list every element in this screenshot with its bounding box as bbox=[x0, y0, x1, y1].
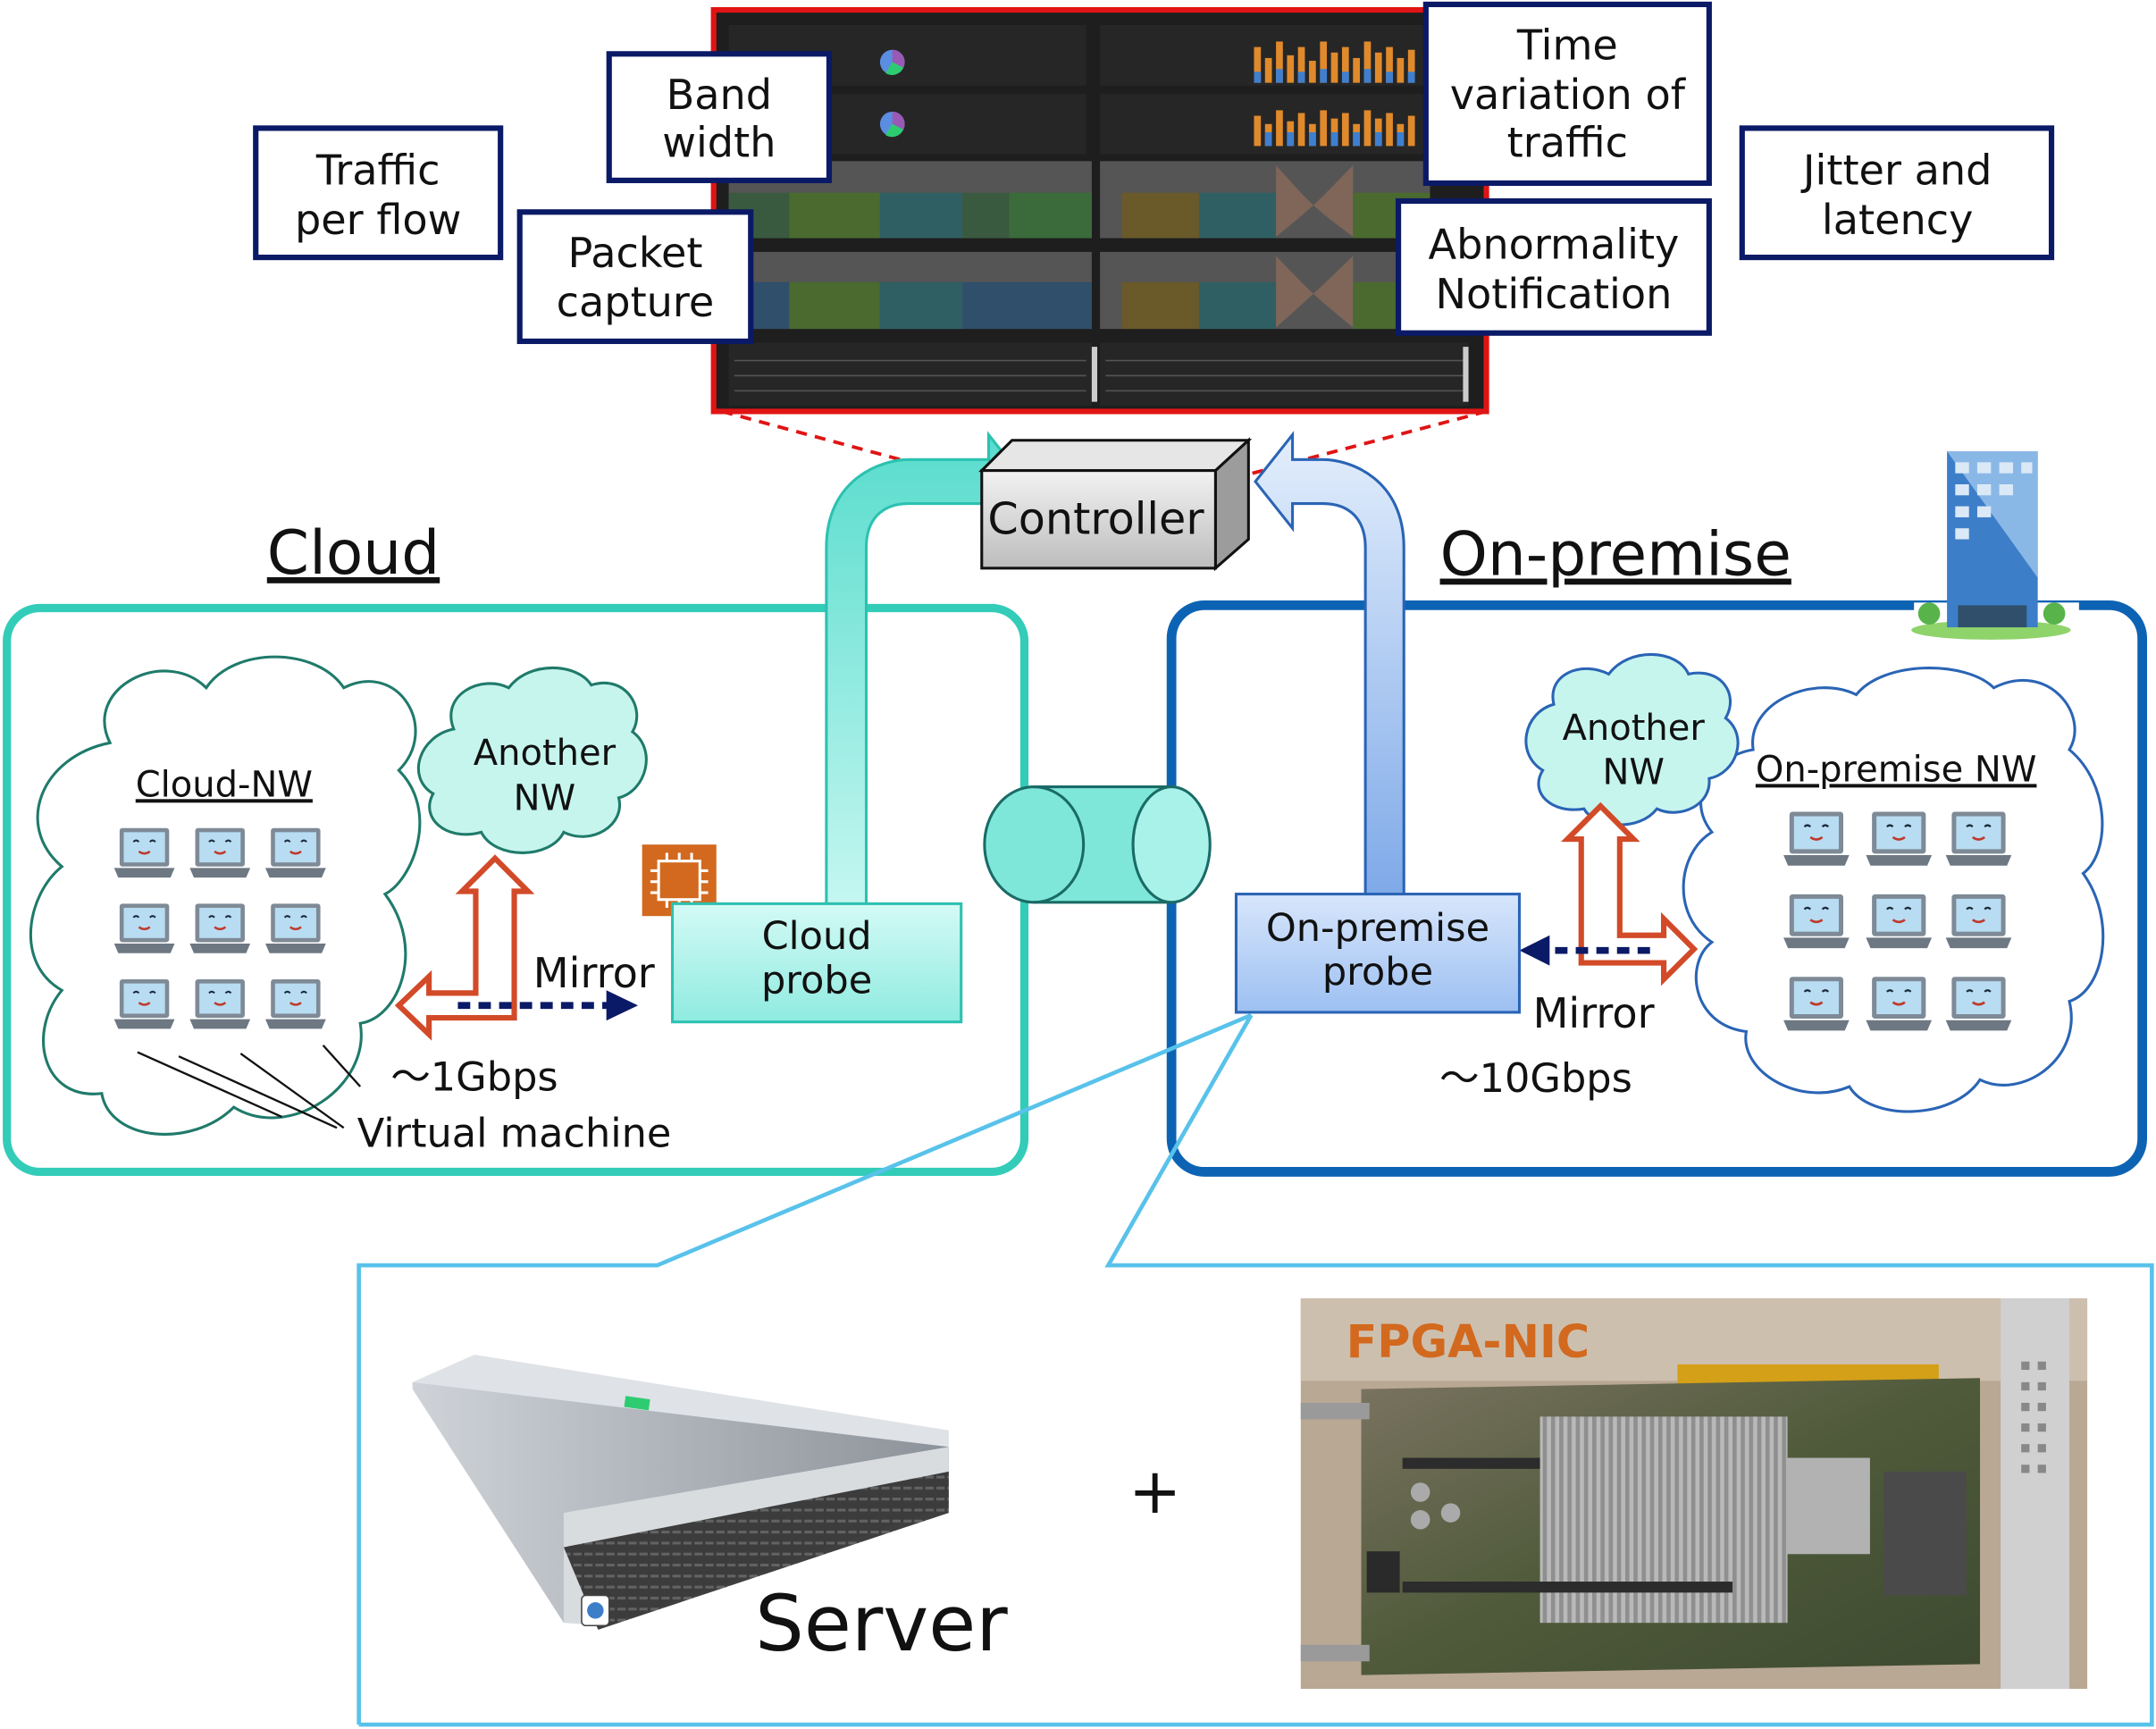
cloud-speed-label: ～1Gbps bbox=[390, 1054, 558, 1101]
laptop-icon bbox=[1782, 893, 1851, 950]
probe-detail-callout bbox=[357, 1012, 2154, 1727]
svg-text:Jitter and: Jitter and bbox=[1800, 147, 1992, 195]
label-abnormality-notification: Abnormality Notification bbox=[1395, 197, 1712, 336]
onprem-speed-label: ～10Gbps bbox=[1439, 1055, 1632, 1102]
plus-sign: + bbox=[1128, 1454, 1181, 1528]
onprem-mirror-arrow bbox=[1560, 802, 1699, 986]
vm-pointer-lines bbox=[137, 1045, 362, 1129]
laptop-icon bbox=[1944, 810, 2013, 868]
label-time-variation: Time variation of traffic bbox=[1422, 1, 1712, 187]
svg-text:Abnormality: Abnormality bbox=[1429, 221, 1680, 269]
laptop-icon bbox=[264, 827, 327, 879]
onprem-another-nw: Another NW bbox=[1524, 652, 1740, 827]
svg-text:traffic: traffic bbox=[1507, 119, 1628, 167]
svg-text:width: width bbox=[662, 119, 776, 167]
laptop-icon bbox=[1865, 810, 1934, 868]
laptop-icon bbox=[1865, 893, 1934, 950]
onprem-upload-arrow bbox=[1254, 431, 1405, 899]
laptop-icon bbox=[189, 902, 252, 954]
svg-text:Cloud: Cloud bbox=[762, 914, 872, 959]
cloud-title: Cloud bbox=[267, 517, 440, 588]
label-band-width: Band width bbox=[606, 51, 833, 183]
cloud-mirror-arrow bbox=[394, 854, 535, 1041]
svg-text:per flow: per flow bbox=[295, 196, 461, 244]
cloud-nw-cloud: Cloud-NW bbox=[29, 655, 422, 1136]
laptop-icon bbox=[113, 827, 176, 879]
svg-text:Another: Another bbox=[1563, 708, 1706, 749]
svg-text:Packet: Packet bbox=[567, 229, 702, 277]
office-building-icon bbox=[1911, 451, 2079, 640]
laptop-icon bbox=[113, 902, 176, 954]
label-traffic-per-flow: Traffic per flow bbox=[253, 125, 504, 261]
svg-text:Traffic: Traffic bbox=[315, 147, 440, 195]
label-jitter-latency: Jitter and latency bbox=[1739, 125, 2055, 261]
dashboard-heatmap-panel bbox=[728, 161, 1430, 330]
laptop-icon bbox=[1944, 975, 2013, 1032]
server-label: Server bbox=[755, 1580, 1008, 1669]
cloud-nw-label: Cloud-NW bbox=[136, 764, 313, 805]
svg-text:Band: Band bbox=[667, 71, 773, 119]
laptop-icon bbox=[1782, 975, 1851, 1032]
svg-text:Another: Another bbox=[474, 733, 617, 774]
fpga-nic-photo bbox=[1300, 1298, 2088, 1690]
laptop-icon bbox=[113, 978, 176, 1030]
cloud-probe: Cloud probe bbox=[670, 902, 963, 1024]
dashboard-table-panel bbox=[728, 342, 1469, 407]
cloud-mirror-arrowhead bbox=[606, 990, 639, 1021]
server-photo bbox=[412, 1355, 949, 1630]
laptop-icon bbox=[1865, 975, 1934, 1032]
laptop-icon bbox=[189, 978, 252, 1030]
svg-text:NW: NW bbox=[1602, 751, 1664, 793]
vm-label: Virtual machine bbox=[357, 1111, 672, 1157]
laptop-icon bbox=[1782, 810, 1851, 868]
laptop-icon bbox=[189, 827, 252, 879]
svg-text:On-premise: On-premise bbox=[1266, 906, 1489, 951]
svg-text:NW: NW bbox=[514, 778, 575, 819]
svg-text:probe: probe bbox=[761, 958, 872, 1003]
svg-text:latency: latency bbox=[1822, 196, 1974, 244]
svg-text:probe: probe bbox=[1322, 950, 1433, 995]
onprem-mirror-label: Mirror bbox=[1533, 989, 1655, 1037]
laptop-icon bbox=[1944, 893, 2013, 950]
onprem-probe: On-premise probe bbox=[1234, 893, 1522, 1014]
controller-box: Controller bbox=[978, 437, 1253, 572]
laptop-icon bbox=[264, 902, 327, 954]
dashboard-zoom-lines bbox=[721, 409, 1488, 483]
cloud-mirror-label: Mirror bbox=[533, 949, 655, 997]
dashboard-bar-panel bbox=[1100, 24, 1430, 155]
laptop-icon bbox=[264, 978, 327, 1030]
svg-text:Time: Time bbox=[1516, 21, 1618, 69]
onprem-nw-label: On-premise NW bbox=[1756, 749, 2037, 790]
fpga-nic-label: FPGA-NIC bbox=[1346, 1315, 1590, 1368]
svg-text:variation of: variation of bbox=[1450, 71, 1687, 119]
onprem-mirror-arrowhead bbox=[1519, 935, 1550, 966]
network-tunnel bbox=[983, 785, 1212, 904]
label-packet-capture: Packet capture bbox=[516, 209, 754, 345]
onprem-nw-cloud: On-premise NW bbox=[1682, 667, 2105, 1113]
controller-label: Controller bbox=[987, 492, 1204, 544]
cloud-another-nw: Another NW bbox=[416, 666, 648, 854]
onprem-title: On-premise bbox=[1440, 519, 1791, 590]
svg-text:Notification: Notification bbox=[1436, 270, 1673, 318]
svg-text:capture: capture bbox=[557, 278, 715, 326]
